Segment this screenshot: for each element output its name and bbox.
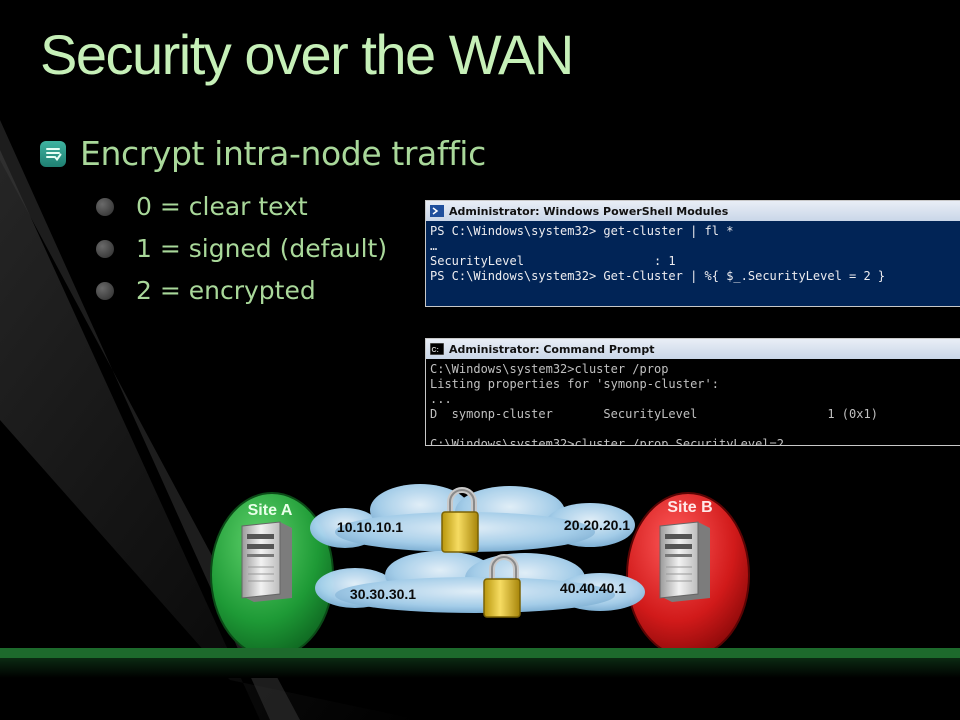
cmd-title: Administrator: Command Prompt bbox=[449, 342, 655, 356]
console-line: Listing properties for 'symonp-cluster': bbox=[430, 377, 719, 391]
console-line: ... bbox=[430, 392, 452, 406]
powershell-icon bbox=[430, 205, 444, 217]
console-line: PS C:\Windows\system32> Get-Cluster | %{… bbox=[430, 269, 886, 283]
footer-shadow bbox=[0, 658, 960, 678]
console-line: D symonp-cluster SecurityLevel 1 (0x1) bbox=[430, 407, 878, 421]
server-icon bbox=[659, 521, 710, 602]
bullet-dot-icon bbox=[96, 239, 114, 258]
bullet-dot-icon bbox=[96, 281, 114, 300]
sub-bullet-item: 2 = encrypted bbox=[96, 276, 316, 305]
checklist-icon bbox=[40, 140, 66, 167]
footer-band bbox=[0, 648, 960, 658]
sub-bullet-text: 0 = clear text bbox=[136, 192, 308, 221]
cmd-titlebar: C: Administrator: Command Prompt bbox=[426, 339, 960, 359]
console-line: … bbox=[430, 239, 438, 253]
padlock-icon bbox=[483, 554, 521, 618]
server-icon bbox=[241, 521, 292, 602]
ip-label: 30.30.30.1 bbox=[350, 586, 416, 602]
console-line: SecurityLevel : 1 bbox=[430, 254, 676, 268]
console-line: C:\Windows\system32>cluster /prop Securi… bbox=[430, 437, 785, 445]
console-line: PS C:\Windows\system32> get-cluster | fl… bbox=[430, 224, 734, 238]
console-line: C:\Windows\system32>cluster /prop bbox=[430, 362, 669, 376]
powershell-title: Administrator: Windows PowerShell Module… bbox=[449, 204, 729, 218]
sub-bullet-item: 1 = signed (default) bbox=[96, 234, 387, 263]
powershell-titlebar: Administrator: Windows PowerShell Module… bbox=[426, 201, 960, 221]
sub-bullet-text: 1 = signed (default) bbox=[136, 234, 388, 263]
slide-title: Security over the WAN bbox=[40, 23, 574, 86]
site-b-label: Site B bbox=[667, 499, 712, 516]
bullet-text: Encrypt intra-node traffic bbox=[80, 134, 486, 173]
command-prompt-window: C: Administrator: Command Prompt C:\Wind… bbox=[425, 338, 960, 446]
powershell-output: PS C:\Windows\system32> get-cluster | fl… bbox=[426, 221, 960, 306]
powershell-window: Administrator: Windows PowerShell Module… bbox=[425, 200, 960, 307]
padlock-icon bbox=[441, 487, 479, 553]
ip-label: 40.40.40.1 bbox=[560, 580, 626, 596]
sub-bullet-item: 0 = clear text bbox=[96, 192, 308, 221]
upper-cloud bbox=[310, 484, 635, 552]
ip-label: 20.20.20.1 bbox=[564, 517, 630, 533]
sub-bullet-text: 2 = encrypted bbox=[136, 276, 316, 305]
site-a-label: Site A bbox=[248, 502, 293, 519]
ip-label: 10.10.10.1 bbox=[337, 519, 403, 535]
svg-text:C:: C: bbox=[432, 347, 439, 354]
bullet-dot-icon bbox=[96, 197, 114, 216]
bullet-item: Encrypt intra-node traffic bbox=[40, 134, 486, 173]
